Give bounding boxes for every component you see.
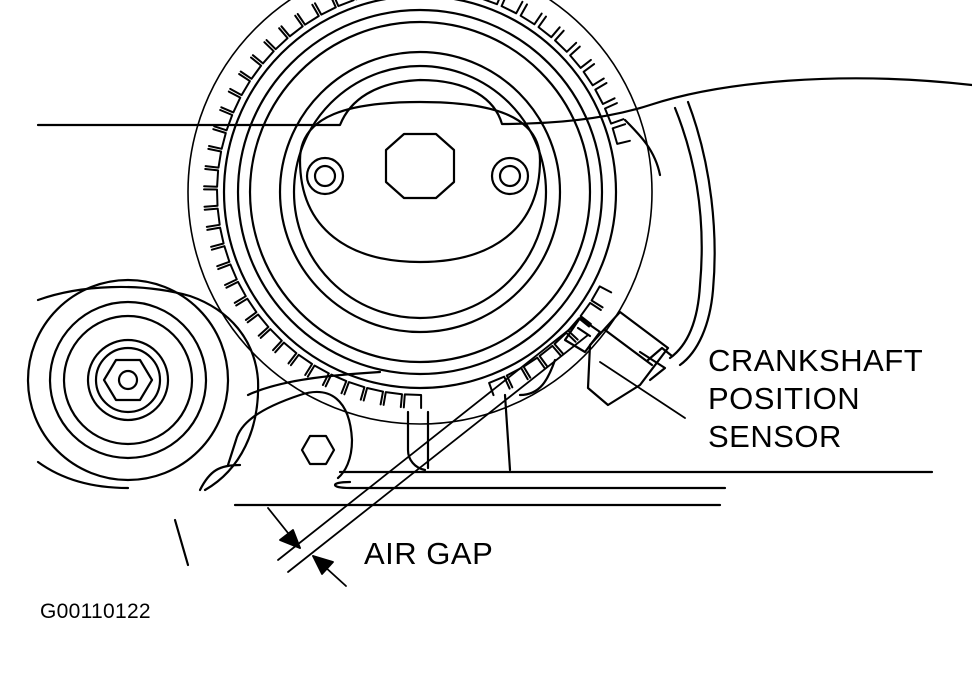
reluctor-tooth [208,128,227,150]
reluctor-tooth [362,387,384,406]
reluctor-tooth [579,301,602,326]
figure-id: G00110122 [40,600,151,623]
mounting-bracket [226,390,354,480]
reluctor-tooth [522,356,546,379]
reluctor-tooth [251,41,275,65]
reluctor-tooth [611,123,631,145]
reluctor-tooth [289,353,314,376]
reluctor-tooth [569,45,592,69]
sensor-label-line-2: POSITION [708,381,861,416]
sensor-label-line-1: CRANKSHAFT [708,343,924,378]
hub-bolt-hex [384,132,456,200]
sensor-label-line-3: SENSOR [708,419,842,454]
reluctor-tooth [246,313,270,337]
reluctor-tooth [274,341,298,365]
reluctor-tooth [402,393,423,409]
reluctor-tooth [203,207,221,228]
air-gap-lines [277,324,589,573]
reluctor-tooth [235,297,258,321]
reluctor-tooth [505,367,529,389]
reluctor-tooth [590,285,613,309]
reluctor-tooth [239,56,263,80]
reluctor-tooth [553,331,577,355]
reluctor-tooth [500,0,524,15]
reluctor-tooth [519,3,543,26]
reluctor-tooth [488,375,511,397]
reluctor-tooth [306,364,330,386]
reluctor-tooth [210,245,231,268]
reluctor-tooth [314,0,337,16]
reluctor-tooth [229,73,251,97]
crankshaft-position-sensor-drawing [563,100,716,407]
reluctor-tooth [582,63,605,87]
sensor-leader-line [599,361,686,419]
reluctor-tooth [203,168,220,188]
reluctor-tooth [324,373,348,395]
reluctor-tooth [482,0,500,6]
reluctor-tooth [382,391,403,409]
reluctor-tooth [206,226,225,248]
reluctor-tooth [220,90,242,114]
reluctor-tooth [217,263,238,286]
hub-hole-left [305,156,345,196]
reluctor-tooth [343,381,366,401]
reluctor-tooth [296,3,320,26]
crankshaft-position-sensor-label: CRANKSHAFT POSITION SENSOR [708,342,923,456]
reluctor-tooth [554,29,578,53]
reluctor-tooth [594,82,616,105]
reluctor-tooth [213,109,234,132]
reluctor-tooth [225,280,247,304]
air-gap-arrows [267,507,347,587]
idler-nut-hex [102,358,154,402]
reluctor-tooth [204,147,223,169]
pulley-hub [298,100,542,264]
crankshaft-pulley [187,0,653,425]
reluctor-tooth [203,188,219,208]
reluctor-tooth [604,102,625,125]
reluctor-tooth [259,328,283,352]
reluctor-tooth [280,14,304,38]
air-gap-label: AIR GAP [364,536,494,571]
reluctor-tooth [537,15,561,39]
reluctor-teeth [203,0,631,409]
reluctor-tooth [334,0,355,8]
bracket-bolt-hex [300,434,336,466]
reluctor-tooth [538,344,562,368]
reluctor-tooth [567,317,590,341]
idler-pulley [26,278,260,567]
reluctor-tooth [265,27,289,51]
hub-hole-right [490,156,530,196]
engine-block-outline [36,77,972,127]
